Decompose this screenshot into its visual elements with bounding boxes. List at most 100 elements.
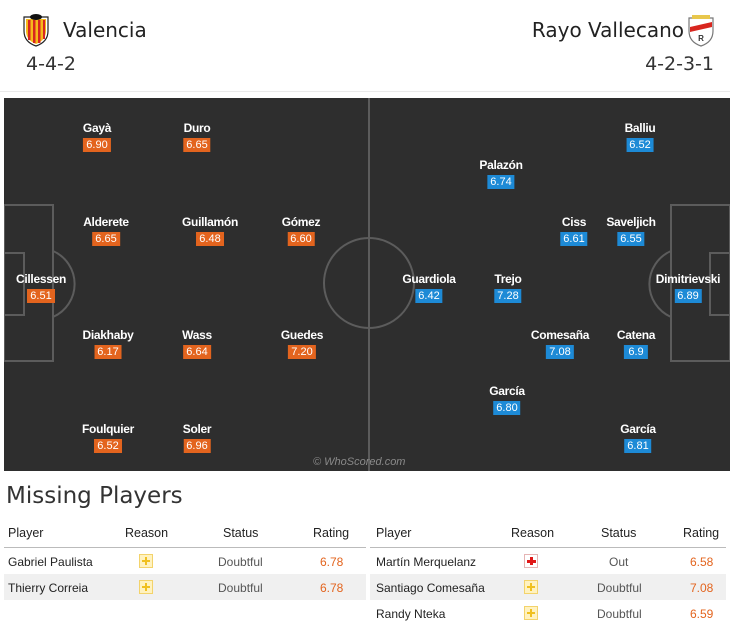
missing-player-name[interactable]: Thierry Correia — [8, 581, 89, 595]
injury-icon — [524, 554, 538, 568]
player-home[interactable]: Gayà 6.90 — [83, 121, 111, 153]
player-rating: 6.52 — [94, 439, 122, 453]
player-home[interactable]: Soler 6.96 — [183, 422, 212, 454]
player-away[interactable]: Ciss 6.61 — [560, 215, 588, 247]
player-rating: 7.08 — [546, 345, 574, 359]
table-row[interactable]: Santiago Comesaña Doubtful 7.08 — [370, 574, 726, 600]
player-name: García — [620, 422, 656, 436]
table-header: Player Reason Status Rating — [4, 518, 366, 548]
missing-table-away: Player Reason Status Rating Martín Merqu… — [370, 518, 726, 626]
away-team-name[interactable]: Rayo Vallecano — [531, 18, 684, 42]
player-away[interactable]: García 6.81 — [620, 422, 656, 454]
player-name: Guillamón — [182, 215, 238, 229]
player-name: Alderete — [83, 215, 129, 229]
table-row[interactable]: Martín Merquelanz Out 6.58 — [370, 548, 726, 574]
watermark: © WhoScored.com — [313, 456, 406, 468]
player-rating: 7.20 — [288, 345, 316, 359]
missing-rating: 6.78 — [320, 581, 344, 595]
table-row[interactable]: Randy Nteka Doubtful 6.59 — [370, 600, 726, 626]
player-away[interactable]: Saveljich 6.55 — [606, 215, 656, 247]
player-home[interactable]: Foulquier 6.52 — [82, 422, 134, 454]
player-away[interactable]: Comesaña 7.08 — [531, 328, 589, 360]
player-away[interactable]: Catena 6.9 — [617, 328, 655, 360]
missing-rating: 6.58 — [690, 555, 714, 569]
player-name: Ciss — [561, 215, 587, 229]
missing-rating: 6.78 — [320, 555, 344, 569]
player-rating: 6.96 — [183, 439, 211, 453]
player-rating: 6.64 — [183, 345, 211, 359]
missing-player-name[interactable]: Gabriel Paulista — [8, 555, 93, 569]
player-name: Saveljich — [606, 215, 656, 229]
player-rating: 6.9 — [624, 345, 648, 359]
away-formation: 4-2-3-1 — [645, 53, 714, 75]
player-rating: 7.28 — [494, 289, 522, 303]
player-name: Duro — [183, 121, 211, 135]
table-row[interactable]: Thierry Correia Doubtful 6.78 — [4, 574, 366, 600]
player-name: Catena — [616, 328, 656, 342]
player-name: Comesaña — [530, 328, 590, 342]
match-header: Valencia 4-4-2 Rayo Vallecano 4-2-3-1 R — [0, 0, 730, 92]
player-name: Gayà — [82, 121, 112, 135]
table-header: Player Reason Status Rating — [370, 518, 726, 548]
player-rating: 6.89 — [674, 289, 702, 303]
player-name: Diakhaby — [82, 328, 134, 342]
home-formation: 4-4-2 — [26, 53, 76, 75]
svg-text:R: R — [698, 34, 704, 43]
player-rating: 6.51 — [27, 289, 55, 303]
player-rating: 6.48 — [196, 232, 224, 246]
player-home[interactable]: Guillamón 6.48 — [182, 215, 238, 247]
missing-table-home: Player Reason Status Rating Gabriel Paul… — [4, 518, 366, 600]
valencia-crest-icon[interactable] — [21, 13, 51, 47]
missing-status: Doubtful — [597, 581, 642, 595]
player-away[interactable]: García 6.80 — [489, 384, 525, 416]
header-player: Player — [376, 526, 412, 540]
header-player: Player — [8, 526, 44, 540]
rayo-vallecano-crest-icon[interactable]: R — [686, 13, 716, 47]
header-reason: Reason — [125, 526, 169, 540]
missing-rating: 7.08 — [690, 581, 714, 595]
missing-status: Doubtful — [218, 555, 263, 569]
player-home[interactable]: Diakhaby 6.17 — [83, 328, 134, 360]
player-name: Dimitrievski — [655, 272, 721, 286]
player-rating: 6.17 — [94, 345, 122, 359]
player-name: Foulquier — [82, 422, 134, 436]
player-rating: 6.55 — [617, 232, 645, 246]
player-away[interactable]: Dimitrievski 6.89 — [655, 272, 721, 304]
missing-player-name[interactable]: Santiago Comesaña — [376, 581, 485, 595]
player-rating: 6.90 — [83, 138, 111, 152]
player-name: García — [489, 384, 525, 398]
player-name: Gómez — [281, 215, 321, 229]
table-row[interactable]: Gabriel Paulista Doubtful 6.78 — [4, 548, 366, 574]
doubtful-icon — [524, 580, 538, 594]
header-status: Status — [601, 526, 637, 540]
pitch — [4, 98, 730, 471]
home-team-name[interactable]: Valencia — [63, 18, 147, 42]
player-rating: 6.65 — [92, 232, 120, 246]
player-rating: 6.81 — [624, 439, 652, 453]
player-rating: 6.80 — [493, 401, 521, 415]
header-rating: Rating — [313, 526, 350, 540]
missing-status: Doubtful — [218, 581, 263, 595]
missing-rating: 6.59 — [690, 607, 714, 621]
missing-player-name[interactable]: Randy Nteka — [376, 607, 446, 621]
missing-players-title: Missing Players — [6, 483, 183, 509]
missing-status: Doubtful — [597, 607, 642, 621]
player-rating: 6.42 — [415, 289, 443, 303]
header-rating: Rating — [683, 526, 720, 540]
header-reason: Reason — [511, 526, 555, 540]
player-name: Trejo — [494, 272, 522, 286]
player-rating: 6.61 — [560, 232, 588, 246]
player-rating: 6.74 — [487, 175, 515, 189]
player-name: Soler — [182, 422, 212, 436]
player-away[interactable]: Trejo 7.28 — [494, 272, 522, 304]
missing-player-name[interactable]: Martín Merquelanz — [376, 555, 477, 569]
player-home[interactable]: Alderete 6.65 — [83, 215, 129, 247]
